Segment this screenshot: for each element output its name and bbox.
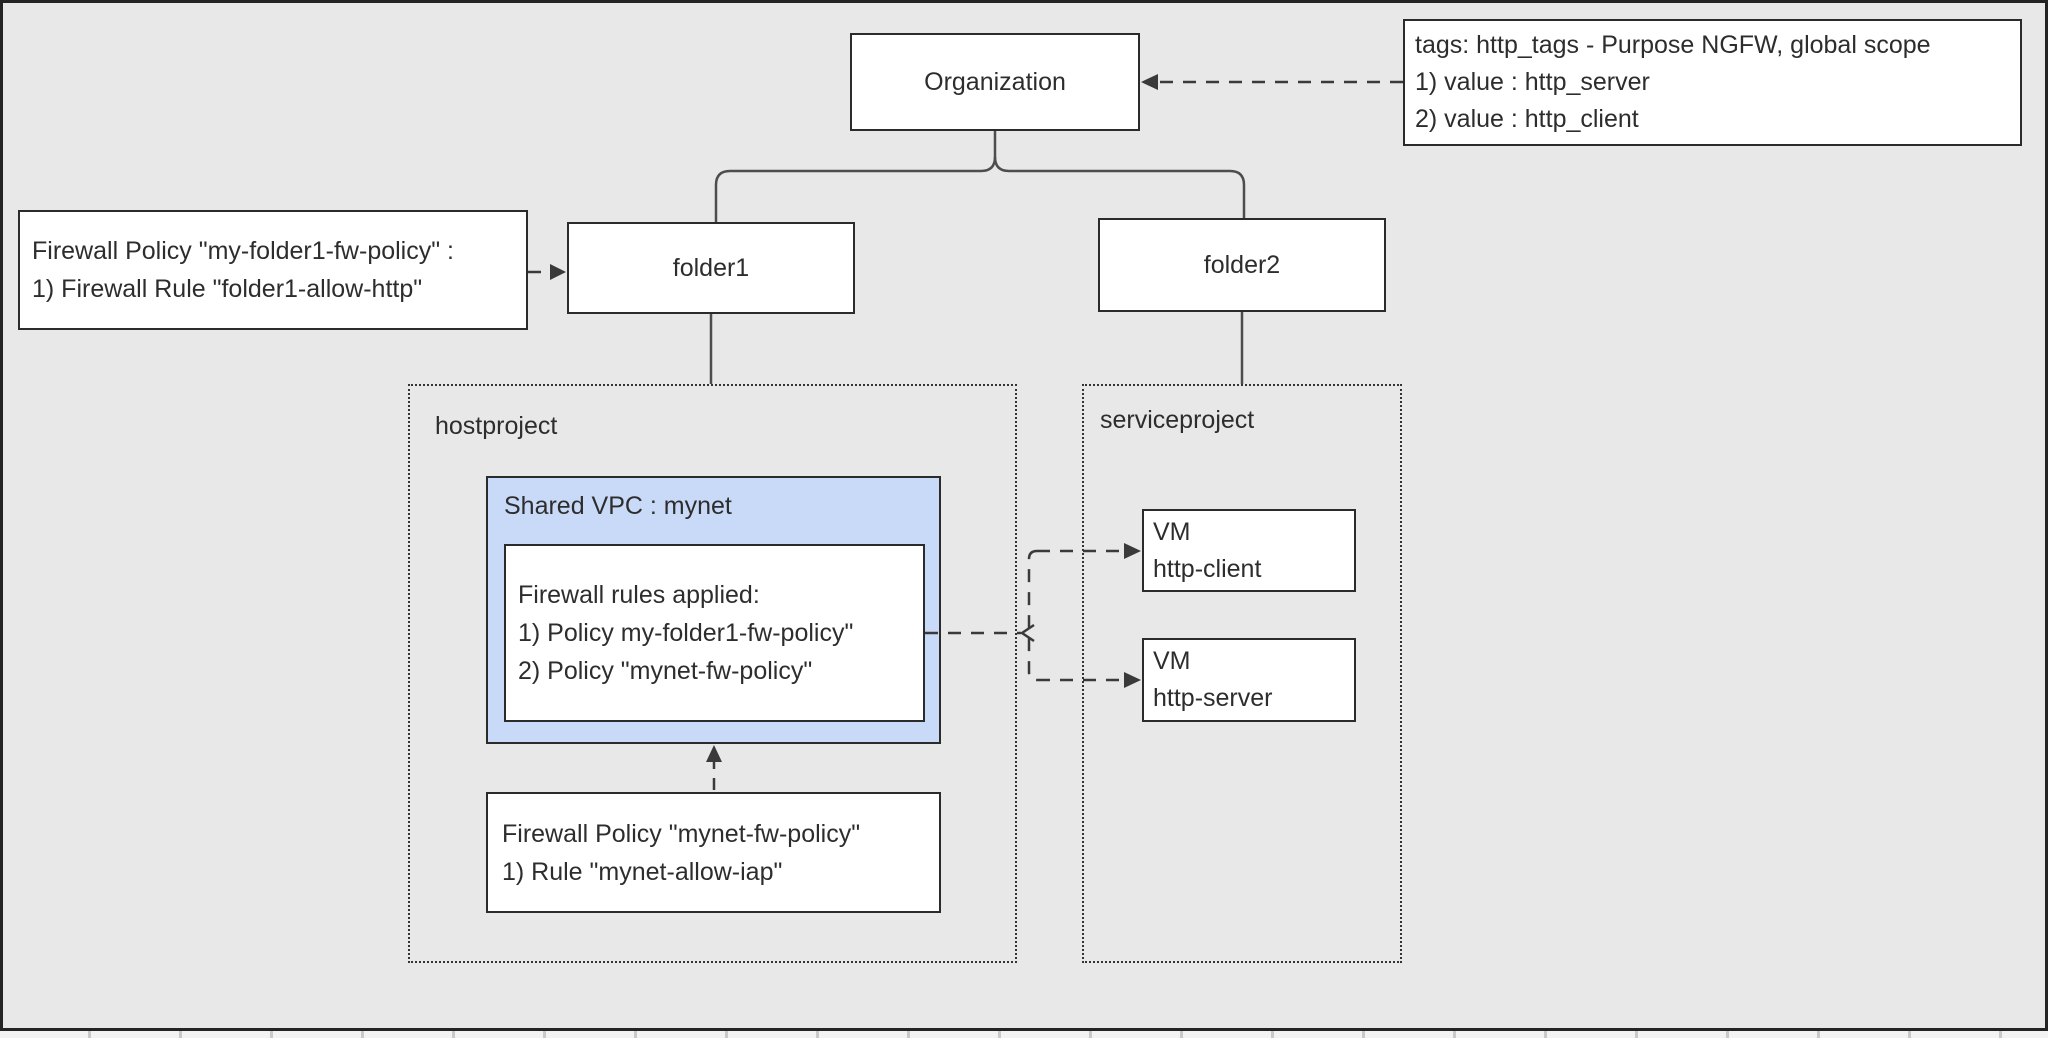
folder1-policy-line: Firewall Policy "my-folder1-fw-policy" : (32, 237, 454, 265)
open-arrowhead-left-icon (1019, 623, 1035, 643)
node-organization[interactable]: Organization (850, 33, 1140, 131)
vm-client-line: VM (1153, 517, 1191, 546)
node-vm-http-server[interactable]: VM http-server (1142, 638, 1356, 722)
node-folder2[interactable]: folder2 (1098, 218, 1386, 312)
folder1-label: folder1 (672, 253, 750, 282)
note-mynet-policy[interactable]: Firewall Policy "mynet-fw-policy" 1) Rul… (486, 792, 941, 913)
folder2-label: folder2 (1203, 250, 1281, 279)
arrow-tags-to-organization (1141, 74, 1403, 90)
container-serviceproject[interactable] (1082, 384, 1402, 963)
firewall-rules-line: Firewall rules applied: (518, 581, 760, 609)
arrowhead-left-icon (1141, 74, 1158, 90)
note-folder1-policy[interactable]: Firewall Policy "my-folder1-fw-policy" :… (18, 210, 528, 330)
mynet-policy-line: 1) Rule "mynet-allow-iap" (502, 857, 783, 886)
arrowhead-right-icon (550, 264, 566, 280)
shared-vpc-label: Shared VPC : mynet (504, 492, 732, 520)
page-edge-strip (0, 1031, 2048, 1038)
org-tags-line: tags: http_tags - Purpose NGFW, global s… (1415, 31, 1931, 59)
org-tags-line: 2) value : http_client (1415, 105, 1639, 133)
vm-client-line: http-client (1153, 554, 1262, 583)
firewall-rules-line: 1) Policy my-folder1-fw-policy" (518, 619, 854, 647)
node-firewall-rules[interactable]: Firewall rules applied: 1) Policy my-fol… (504, 544, 925, 722)
hostproject-label: hostproject (435, 412, 558, 440)
arrow-policy-to-folder1 (528, 264, 566, 280)
vm-server-line: VM (1153, 647, 1191, 675)
org-tree-connector (714, 131, 1246, 222)
org-tags-line: 1) value : http_server (1415, 68, 1650, 96)
container-hostproject[interactable] (408, 384, 1017, 963)
vm-server-line: http-server (1153, 684, 1273, 712)
serviceproject-label: serviceproject (1100, 406, 1255, 434)
node-vm-http-client[interactable]: VM http-client (1142, 509, 1356, 592)
organization-label: Organization (924, 67, 1066, 96)
folder1-policy-line: 1) Firewall Rule "folder1-allow-http" (32, 275, 423, 303)
node-folder1[interactable]: folder1 (567, 222, 855, 314)
mynet-policy-line: Firewall Policy "mynet-fw-policy" (502, 819, 861, 848)
note-org-tags[interactable]: tags: http_tags - Purpose NGFW, global s… (1403, 19, 2022, 146)
firewall-rules-line: 2) Policy "mynet-fw-policy" (518, 657, 813, 685)
